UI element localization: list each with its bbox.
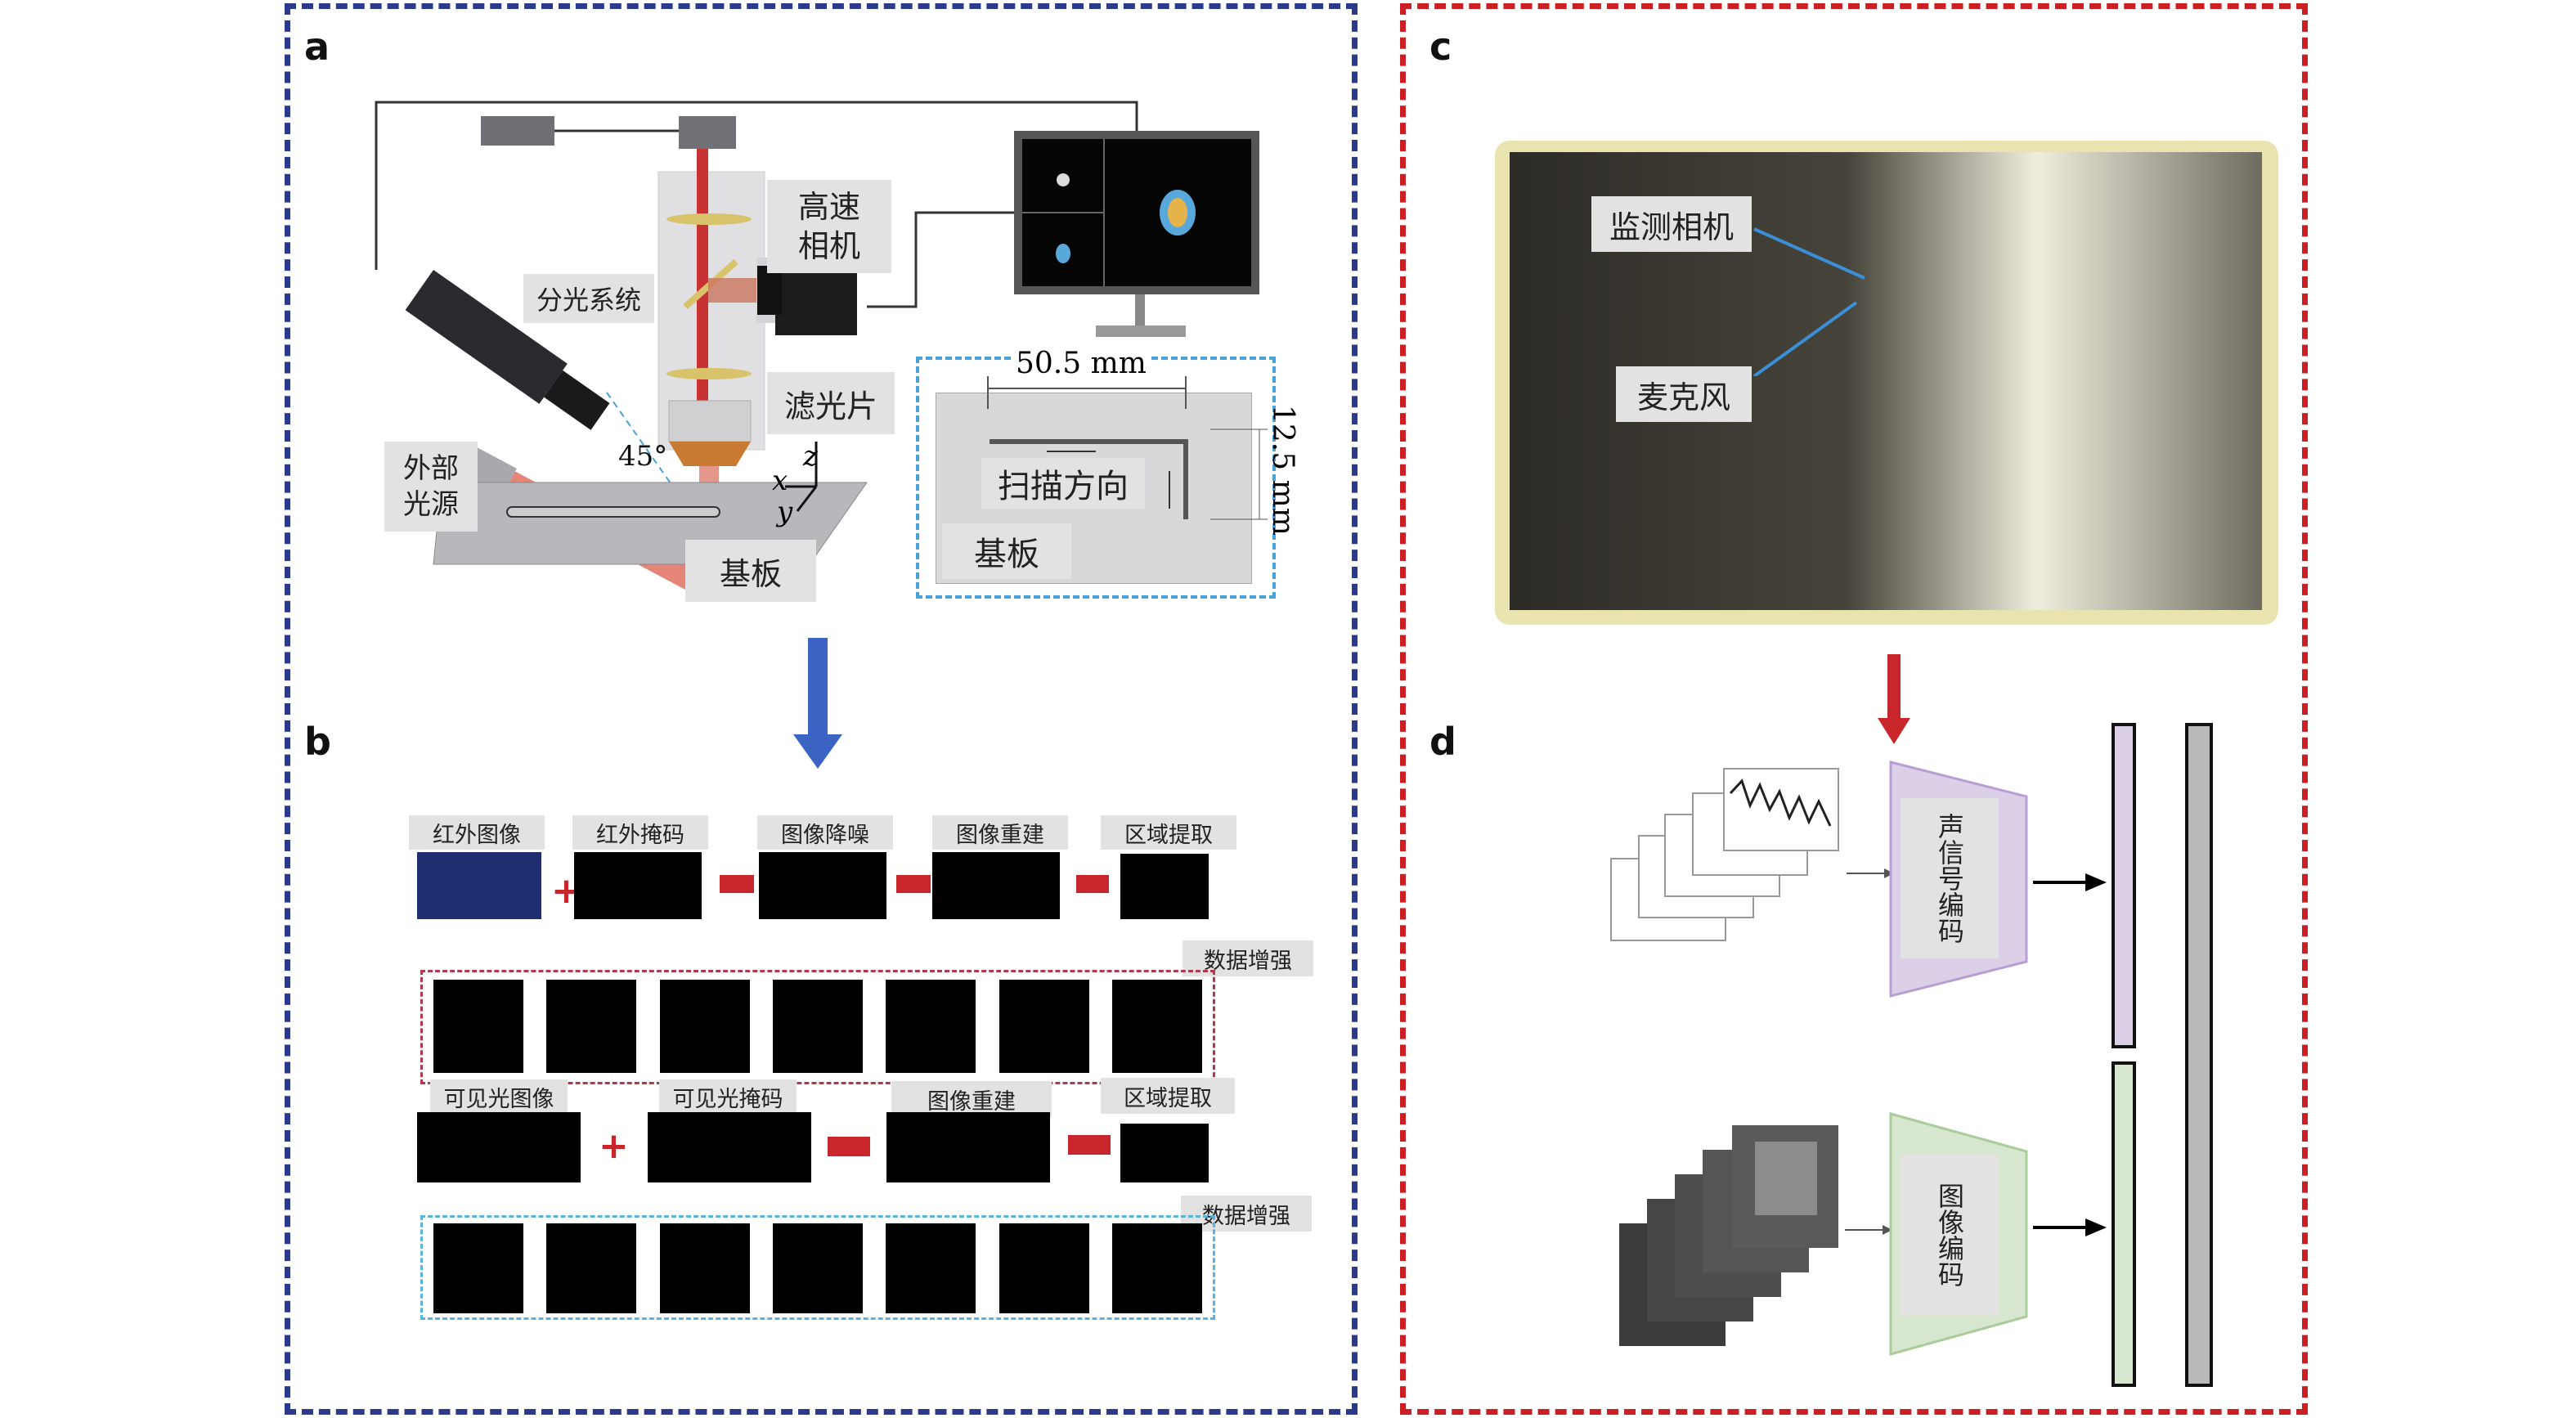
augmented-image: [433, 1223, 523, 1313]
augmented-image: [1111, 980, 1202, 1073]
label-microphone: 麦克风: [1616, 366, 1752, 422]
vis-mask-image: [648, 1112, 811, 1182]
label-angle: 45°: [618, 440, 668, 473]
cable: [867, 211, 1047, 308]
label-ir-region-extract: 区域提取: [1101, 815, 1236, 850]
image-frame-stack: [1619, 1125, 1838, 1346]
arrow-right-icon: [2033, 1218, 2107, 1236]
label-image-encoder: 图像编码: [1901, 1155, 1999, 1315]
vis-region-image: [1120, 1124, 1209, 1182]
label-ir-denoise: 图像降噪: [757, 815, 893, 850]
augmented-image: [999, 1223, 1089, 1313]
label-vis-region-extract: 区域提取: [1101, 1078, 1235, 1114]
laser-source: [481, 116, 554, 146]
label-substrate: 基板: [685, 540, 816, 602]
arrow-right-icon: [1847, 868, 1894, 878]
ir-denoised-image: [759, 852, 886, 919]
vis-augmented-images: [433, 1223, 1202, 1313]
augmented-image: [886, 980, 976, 1073]
arrow-right-icon: [896, 875, 931, 893]
panel-letter-c: c: [1429, 25, 1452, 69]
augmented-image: [546, 980, 637, 1073]
ir-augmented-set: [420, 970, 1215, 1084]
augmented-image: [886, 1223, 976, 1313]
callout-lines: [1752, 227, 1865, 376]
augmented-image: [546, 1223, 637, 1313]
image-feature-vector: [2112, 1061, 2136, 1387]
label-ir-mask: 红外掩码: [572, 815, 708, 850]
label-text: 外部: [403, 452, 459, 485]
vis-reconstructed-image: [886, 1112, 1050, 1182]
monitoring-camera: [405, 270, 568, 404]
down-arrow-red: [1878, 654, 1910, 744]
label-text: 光源: [403, 488, 459, 521]
panel-ab-border: [285, 3, 1358, 1415]
axis-y-label: y: [777, 496, 793, 528]
augmented-image: [999, 980, 1089, 1073]
label-high-speed-camera: 高速 相机: [767, 180, 891, 273]
inset-width-dimension: 50.5 mm: [1011, 347, 1151, 380]
label-monitor-camera: 监测相机: [1591, 196, 1752, 252]
augmented-image: [772, 980, 863, 1073]
panel-cd-border: [1400, 3, 2308, 1415]
arrow-right-icon: [1845, 1225, 1892, 1235]
axis-x-label: x: [772, 464, 788, 497]
label-vis-image: 可见光图像: [430, 1079, 568, 1114]
panel-letter-b: b: [304, 720, 331, 764]
label-vis-reconstruct: 图像重建: [891, 1081, 1052, 1117]
inset-height-dimension: 12.5 mm: [1266, 405, 1299, 536]
scan-head: [679, 116, 736, 149]
label-text: 高速: [797, 189, 860, 225]
label-acoustic-encoder: 声信号编码: [1901, 798, 1999, 958]
arrow-right-icon: [1076, 875, 1109, 893]
acoustic-feature-vector: [2112, 723, 2136, 1048]
vis-image: [417, 1112, 581, 1182]
label-ir-reconstruct: 图像重建: [932, 815, 1068, 850]
label-filter: 滤光片: [767, 372, 895, 434]
arrow-right-icon: [828, 1137, 870, 1156]
ir-region-image: [1120, 854, 1209, 919]
augmented-image: [659, 1223, 750, 1313]
down-arrow-blue: [793, 638, 842, 769]
fused-feature-vector: [2185, 723, 2213, 1387]
panel-letter-a: a: [304, 25, 330, 69]
acoustic-signal-stack: [1610, 768, 1839, 941]
ir-image: [417, 852, 541, 919]
label-external-light: 外部 光源: [384, 442, 478, 532]
axis-z-label: z: [803, 440, 818, 473]
plus-icon: +: [599, 1125, 629, 1167]
printer-schematic: [375, 101, 1259, 593]
vis-augmented-set: [420, 1215, 1215, 1320]
augmented-image: [433, 980, 523, 1073]
augmented-image: [1111, 1223, 1202, 1313]
label-ir-augment: 数据增强: [1183, 940, 1313, 976]
arrow-right-icon: [2033, 873, 2107, 891]
label-beam-splitter: 分光系统: [523, 274, 654, 323]
label-vis-mask: 可见光掩码: [659, 1079, 797, 1114]
ir-augmented-images: [433, 980, 1202, 1073]
scan-path: [987, 376, 1268, 520]
ir-mask-image: [574, 852, 702, 919]
label-text: 相机: [797, 228, 860, 264]
arrow-right-icon: [720, 875, 754, 893]
arrow-right-icon: [1068, 1135, 1111, 1155]
label-inset-substrate: 基板: [942, 523, 1071, 579]
augmented-image: [772, 1223, 863, 1313]
label-vis-augment: 数据增强: [1181, 1196, 1312, 1232]
augmented-image: [659, 980, 750, 1073]
ir-reconstructed-image: [932, 852, 1060, 919]
label-ir-image: 红外图像: [409, 815, 545, 850]
panel-letter-d: d: [1429, 720, 1456, 764]
label-scan-direction: 扫描方向: [981, 458, 1145, 509]
